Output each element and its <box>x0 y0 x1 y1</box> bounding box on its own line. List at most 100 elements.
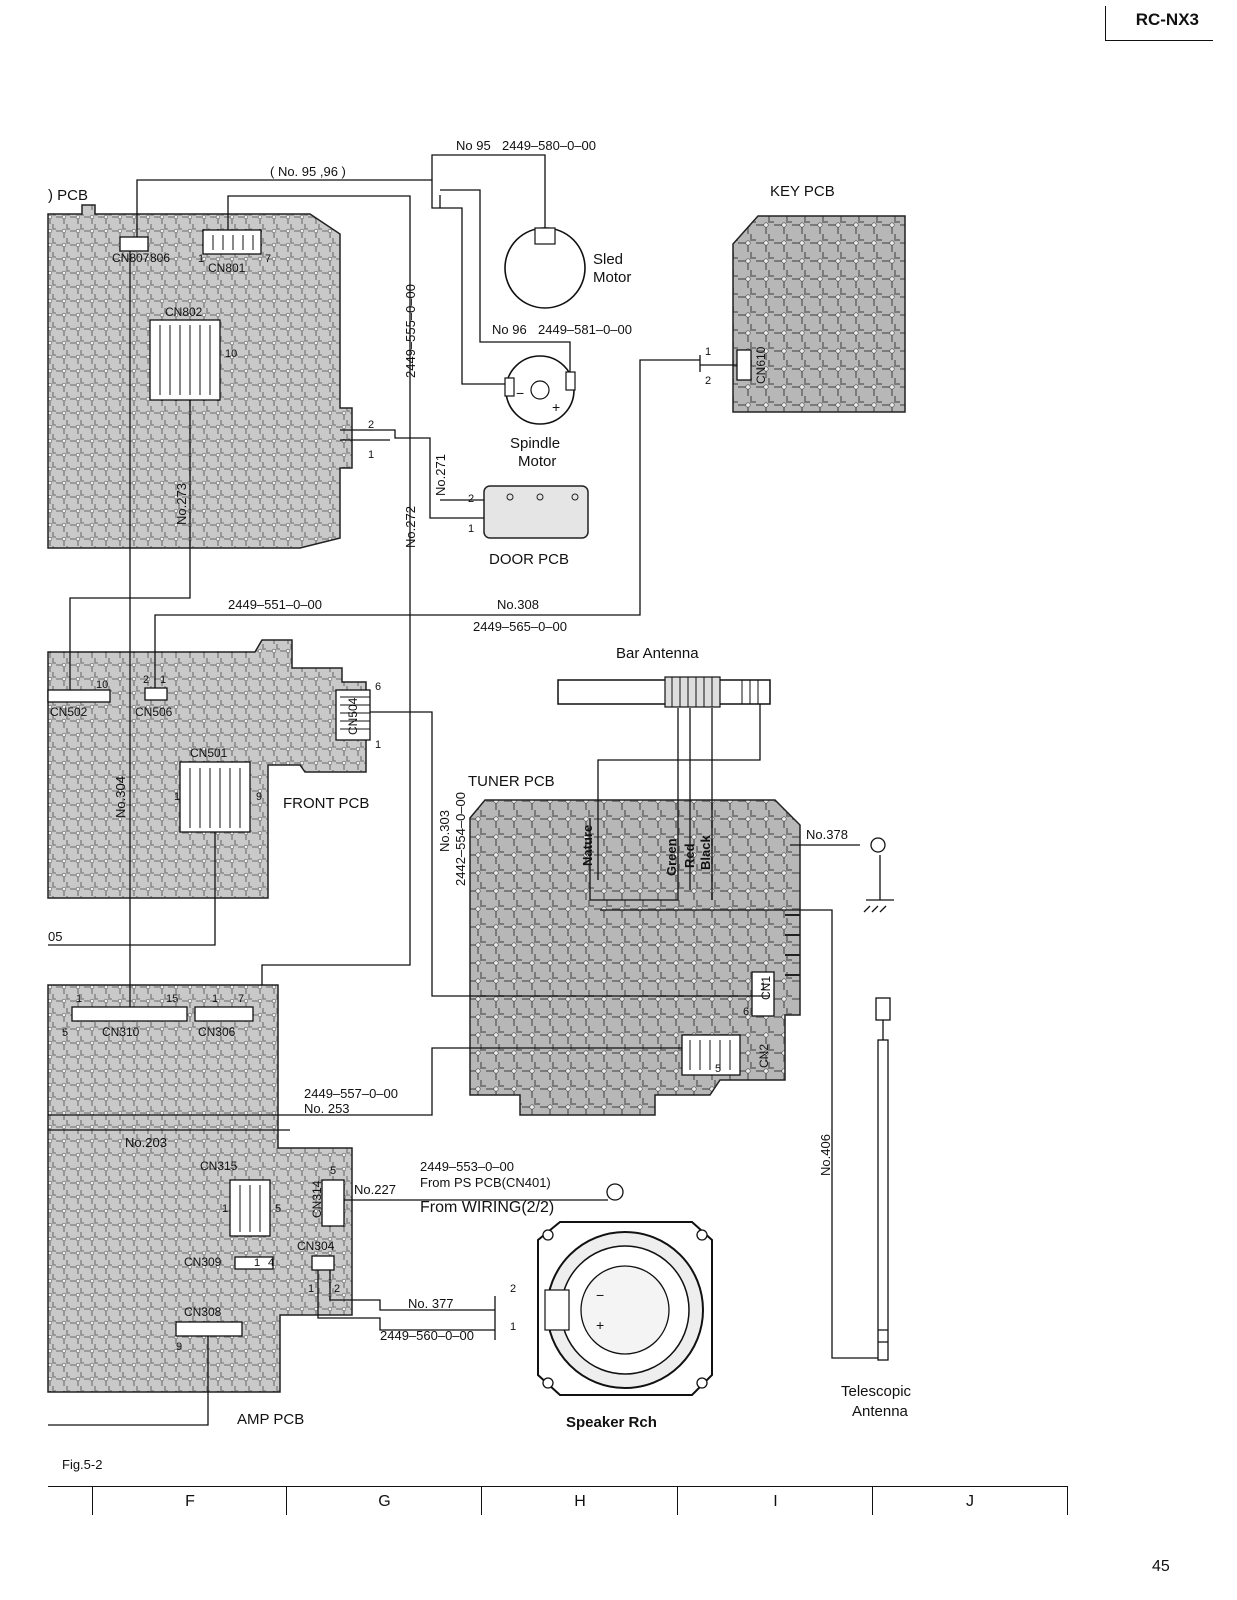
pin-label: 5 <box>62 1027 68 1039</box>
pin-label: 15 <box>166 993 178 1005</box>
wire-no95-96-label: ( No. 95 ,96 ) <box>270 164 346 179</box>
pin-label: 1 <box>705 346 711 358</box>
cn304-connector <box>311 1255 335 1271</box>
wire-no253-label: No. 253 <box>304 1101 350 1116</box>
cn309-connector <box>234 1256 274 1270</box>
pin-label: 1 <box>222 1203 228 1215</box>
wire-no303-label: No.303 <box>437 810 452 852</box>
pin-label: 1 <box>212 993 218 1005</box>
page-number: 45 <box>1152 1558 1170 1575</box>
cn610-label: CN610 <box>754 346 768 384</box>
pin-label: 1 <box>160 674 166 686</box>
wire-2449-557-label: 2449–557–0–00 <box>304 1086 398 1101</box>
amp-pcb-label: AMP PCB <box>237 1411 304 1428</box>
wire-color-red: Red <box>682 843 697 868</box>
wire-color-black: Black <box>698 835 713 870</box>
wire-2449-553-label: 2449–553–0–00 <box>420 1159 514 1174</box>
pin-label: 10 <box>96 679 108 691</box>
wire-color-nature: Nature <box>580 825 595 866</box>
pin-label: 2 <box>468 493 474 505</box>
cn308-label: CN308 <box>184 1305 222 1319</box>
wire-no5-label: 05 <box>48 929 62 944</box>
spindle-motor-label-1: Spindle <box>510 435 560 452</box>
bar-antenna-rod <box>557 679 771 705</box>
cn502-connector <box>47 689 111 703</box>
telescopic-antenna-label-2: Antenna <box>852 1403 909 1420</box>
cn308-connector <box>175 1321 243 1337</box>
cn504-connector <box>335 689 371 741</box>
cn309-label: CN309 <box>184 1255 222 1269</box>
cn806-label: 806 <box>150 251 170 265</box>
pin-label: 5 <box>715 1063 721 1075</box>
pin-label: 1 <box>308 1283 314 1295</box>
wire-from-ps-label: From PS PCB(CN401) <box>420 1175 551 1190</box>
wire-no377-label: No. 377 <box>408 1296 454 1311</box>
cn306-connector <box>194 1006 254 1022</box>
tuner-pcb-label: TUNER PCB <box>468 773 555 790</box>
wire-2442-554-label: 2442–554–0–00 <box>453 792 468 886</box>
wire-no273-label: No.273 <box>174 483 189 525</box>
pin-label: 10 <box>225 348 237 360</box>
wire-2449-580-label: 2449–580–0–00 <box>502 138 596 153</box>
pin-label: 6 <box>375 681 381 693</box>
cn2-label: CN2 <box>757 1044 771 1068</box>
wire-color-green: Green <box>664 838 679 876</box>
model-number: RC-NX3 <box>1104 6 1213 41</box>
cn1-connector <box>751 971 775 1017</box>
cn304-label: CN304 <box>297 1239 335 1253</box>
grid-column-h: H <box>481 1487 678 1515</box>
grid-column-g: G <box>286 1487 482 1515</box>
grid-column-bar: F G H I J <box>48 1486 1068 1515</box>
cn801-connector <box>202 229 262 255</box>
sled-motor-label-2: Motor <box>593 269 631 286</box>
cn314-label: CN314 <box>310 1180 324 1218</box>
cd-pcb-label: ) PCB <box>48 187 88 204</box>
wire-2449-560-label: 2449–560–0–00 <box>380 1328 474 1343</box>
telescopic-antenna <box>875 997 891 1361</box>
pin-label: 1 <box>375 739 381 751</box>
speaker-minus-label: − <box>596 1287 604 1303</box>
figure-label: Fig.5-2 <box>62 1457 103 1472</box>
cn314-connector <box>321 1179 345 1227</box>
wire-no378-label: No.378 <box>806 827 848 842</box>
wire-from-wiring-label: From WIRING(2/2) <box>420 1199 554 1216</box>
wire-no203-label: No.203 <box>125 1135 167 1150</box>
pin-label: 1 <box>174 791 180 803</box>
cn504-label: CN504 <box>346 697 360 735</box>
pin-label: 5 <box>330 1165 336 1177</box>
cn610-connector <box>736 349 752 381</box>
cn501-label: CN501 <box>190 746 228 760</box>
wire-no304-label: No.304 <box>113 776 128 818</box>
grid-column-j: J <box>872 1487 1068 1515</box>
cn807-label: CN807 <box>112 251 150 265</box>
wire-no406-label: No.406 <box>818 1134 833 1176</box>
wire-no96-label: No 96 <box>492 322 527 337</box>
pin-label: 1 <box>510 1321 516 1333</box>
front-pcb-label: FRONT PCB <box>283 795 369 812</box>
motor-plus-label: + <box>552 399 560 415</box>
wire-2449-551-label: 2449–551–0–00 <box>228 597 322 612</box>
cn802-connector <box>149 319 221 401</box>
wire-2449-555-label: 2449–555–0–00 <box>403 284 418 378</box>
pin-label: 7 <box>265 253 271 265</box>
wire-no308-label: No.308 <box>497 597 539 612</box>
motor-minus-label: − <box>516 385 524 401</box>
grid-column-f: F <box>92 1487 287 1515</box>
cn501-connector <box>179 761 251 833</box>
cn802-label: CN802 <box>165 305 203 319</box>
wire-2449-581-label: 2449–581–0–00 <box>538 322 632 337</box>
speaker-label: Speaker Rch <box>566 1414 657 1431</box>
cn801-label: CN801 <box>208 261 246 275</box>
pin-label: 7 <box>238 993 244 1005</box>
cn315-label: CN315 <box>200 1159 238 1173</box>
pin-label: 1 <box>760 981 766 993</box>
pin-label: 1 <box>198 253 204 265</box>
cn2-connector <box>681 1034 741 1076</box>
key-pcb-board <box>732 215 906 413</box>
pin-label: 2 <box>334 1283 340 1295</box>
wire-no227-label: No.227 <box>354 1182 396 1197</box>
grid-column-blank <box>48 1487 92 1515</box>
pin-label: 9 <box>256 791 262 803</box>
pin-label: 1 <box>368 449 374 461</box>
